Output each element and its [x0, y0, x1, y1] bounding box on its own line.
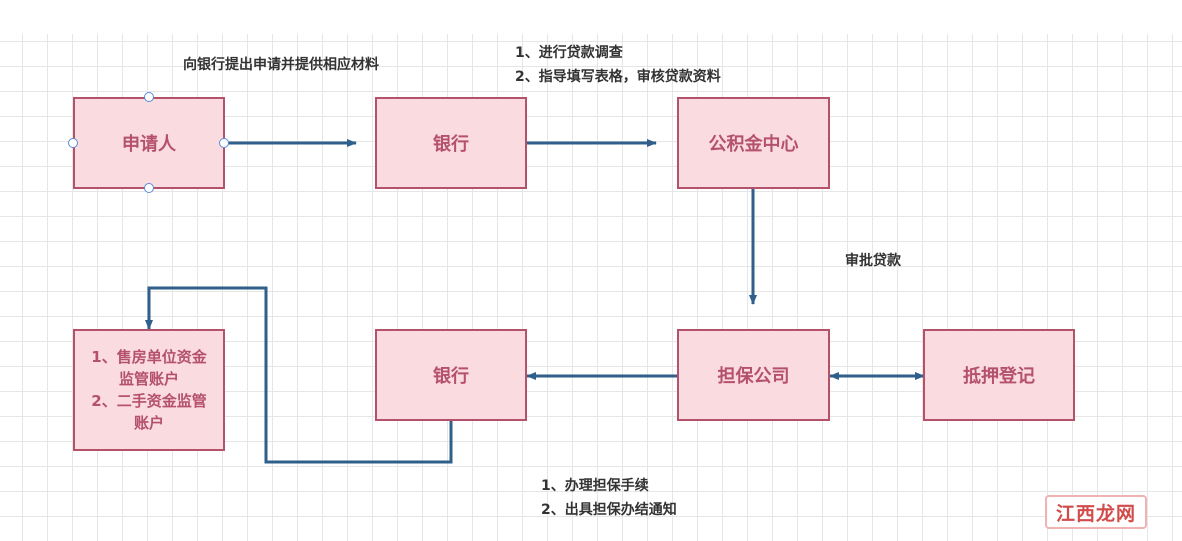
applicant-label: 申请人	[122, 134, 176, 155]
bank-step-2: 2、指导填写表格，审核贷款资料	[515, 69, 721, 85]
guarantee-node[interactable]: 担保公司	[677, 329, 830, 421]
bank-bottom-node[interactable]: 银行	[375, 329, 527, 421]
approve-label: 审批贷款	[845, 253, 901, 269]
accounts-line: 2、二手资金监管	[91, 392, 207, 410]
selection-handle-left[interactable]	[68, 138, 78, 148]
guarantee-step-1: 1、办理担保手续	[541, 478, 649, 494]
applicant-node[interactable]: 申请人	[73, 97, 225, 189]
edge-bank-to-accounts	[145, 286, 453, 464]
accounts-line: 账户	[133, 414, 164, 432]
guarantee-step-2: 2、出具担保办结通知	[541, 502, 677, 518]
bank-bottom-label: 银行	[433, 366, 469, 387]
accounts-line: 监管账户	[118, 370, 179, 388]
watermark-text: 江西龙网	[1055, 502, 1136, 525]
apply-label: 向银行提出申请并提供相应材料	[183, 57, 379, 73]
selection-handle-top[interactable]	[144, 92, 154, 102]
bank-step-1: 1、进行贷款调查	[515, 45, 623, 61]
accounts-line: 1、售房单位资金	[91, 348, 207, 366]
fund-center-label: 公积金中心	[708, 134, 799, 155]
fund-center-node[interactable]: 公积金中心	[677, 97, 830, 189]
selection-handle-bottom[interactable]	[144, 183, 154, 193]
watermark-logo: 江西龙网	[1045, 495, 1147, 529]
mortgage-node[interactable]: 抵押登记	[923, 329, 1075, 421]
accounts-node[interactable]: 1、售房单位资金 监管账户 2、二手资金监管 账户	[73, 329, 225, 451]
bank-top-label: 银行	[433, 134, 469, 155]
guarantee-label: 担保公司	[717, 366, 790, 387]
selection-handle-right[interactable]	[219, 138, 229, 148]
mortgage-label: 抵押登记	[963, 366, 1035, 387]
bank-top-node[interactable]: 银行	[375, 97, 527, 189]
